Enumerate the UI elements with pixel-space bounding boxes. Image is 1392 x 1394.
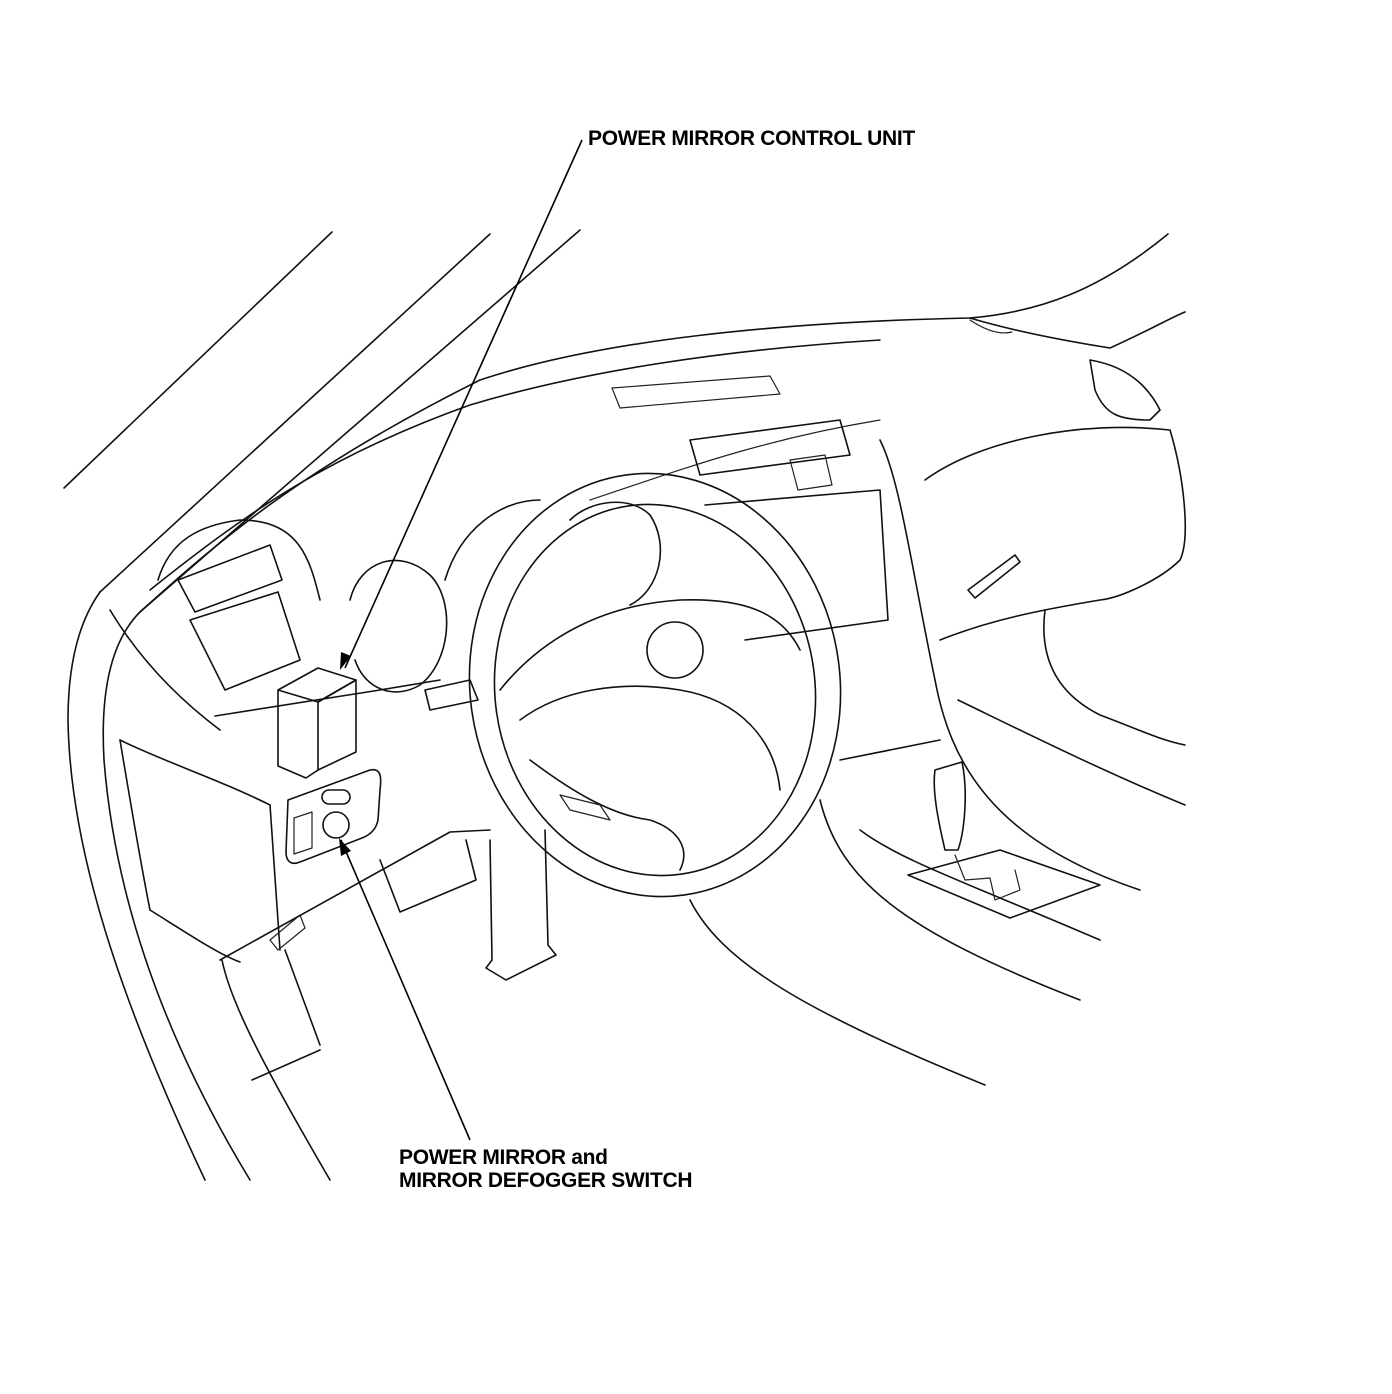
left-dash [109, 519, 441, 963]
dashboard-top [139, 233, 1186, 613]
lower-dash [219, 829, 557, 1181]
arrowhead-control-unit [340, 652, 351, 670]
switch-callout-line1: POWER MIRROR and [399, 1146, 608, 1169]
passenger-dash [924, 359, 1186, 806]
switch-callout-line2: MIRROR DEFOGGER SWITCH [399, 1169, 693, 1192]
steering-wheel [424, 472, 986, 1086]
leader-lines [339, 139, 583, 1141]
switch-callout: POWER MIRROR and MIRROR DEFOGGER SWITCH [399, 1146, 693, 1192]
gauge-cluster [349, 419, 881, 693]
power-mirror-switch-panel [285, 768, 382, 865]
arrowhead-switch [339, 838, 351, 856]
power-mirror-control-unit-box [277, 667, 357, 779]
center-stack [689, 419, 1141, 1001]
control-unit-callout: POWER MIRROR CONTROL UNIT [588, 127, 915, 150]
